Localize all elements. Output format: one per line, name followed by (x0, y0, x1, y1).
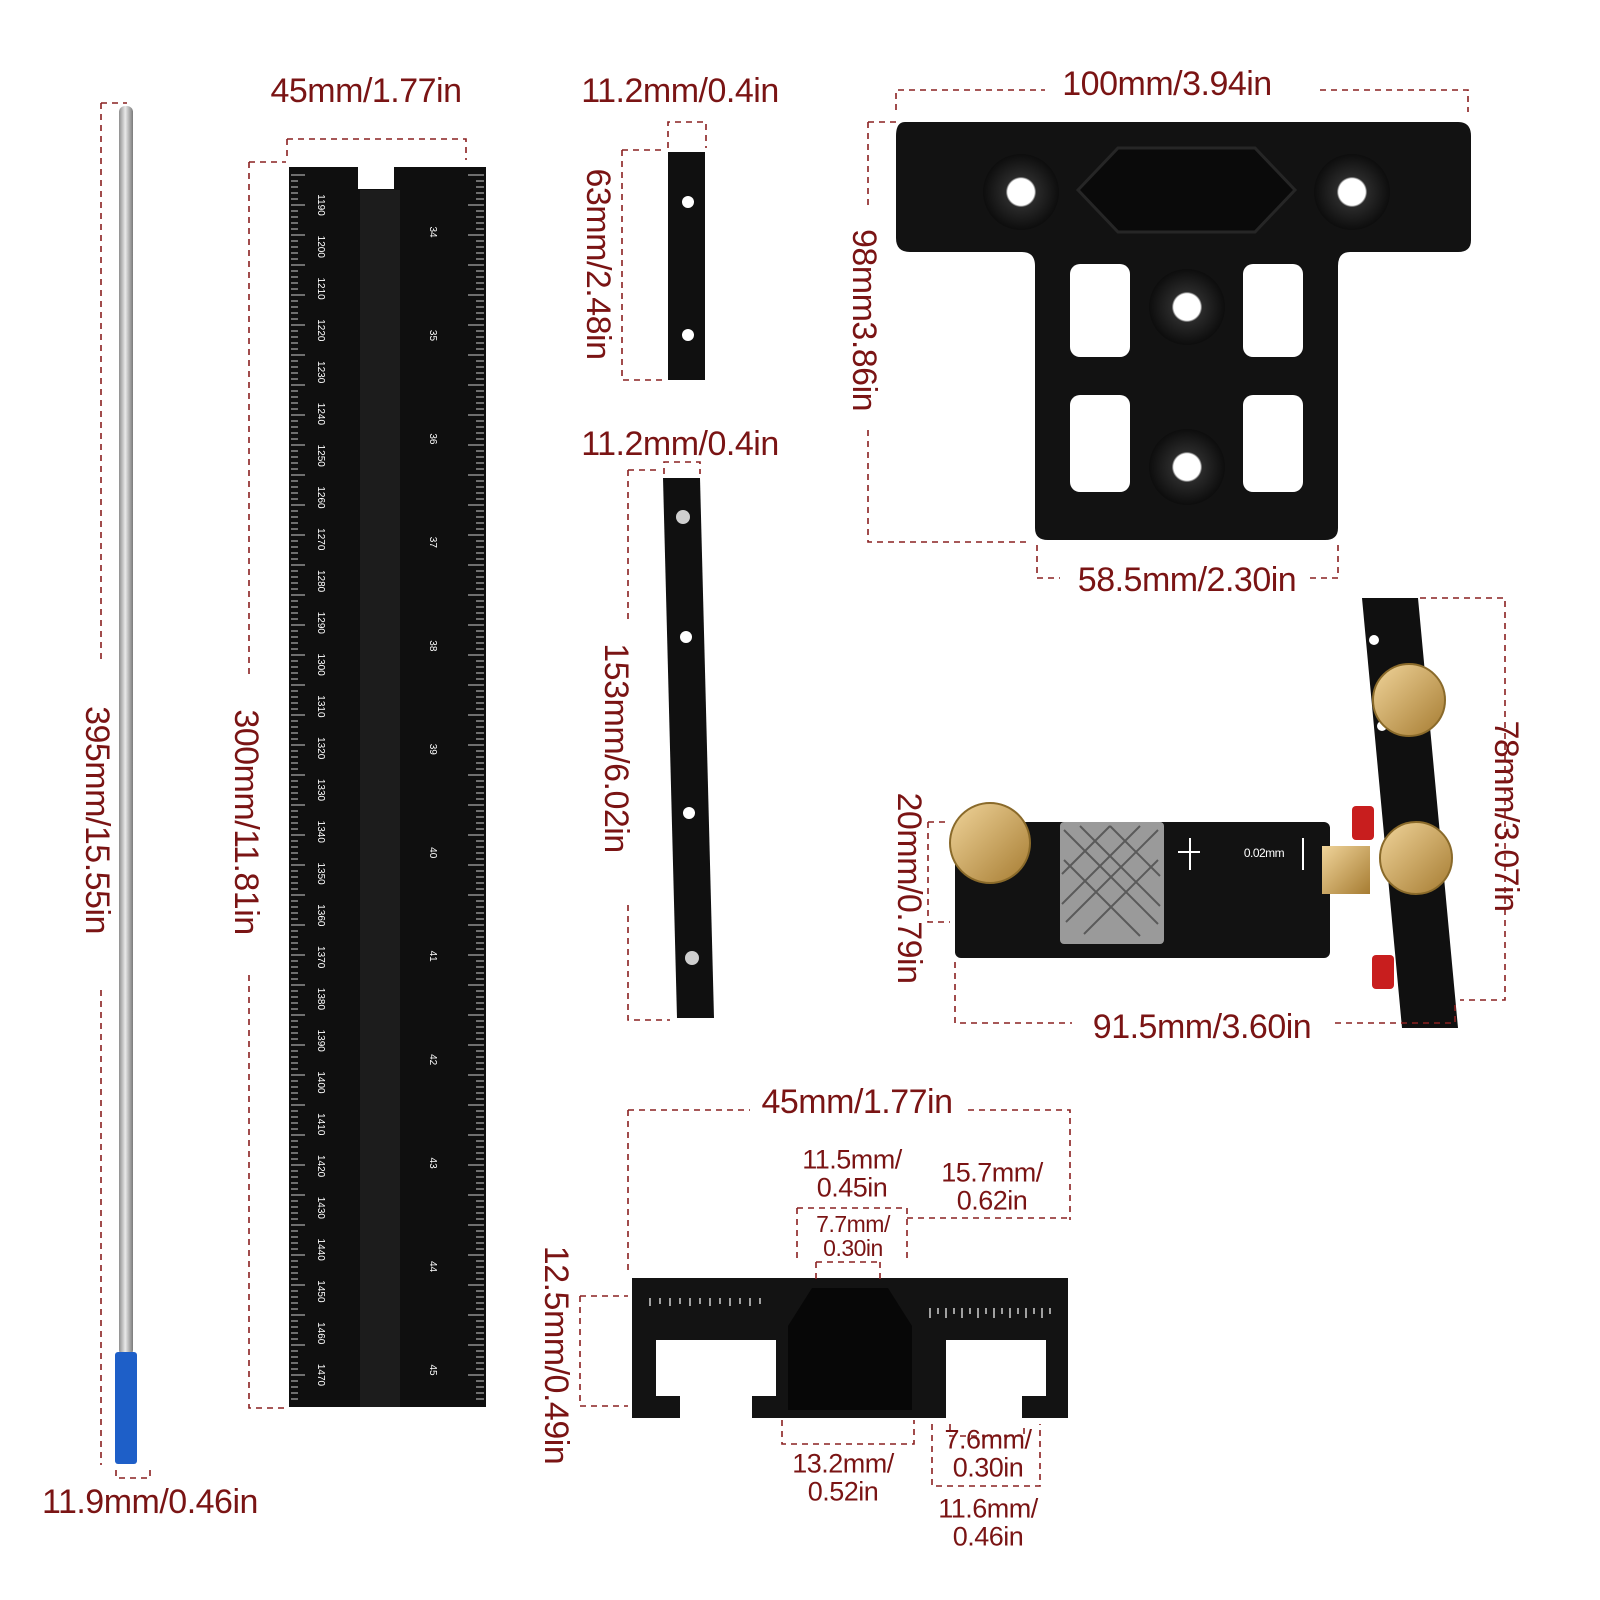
profile-inner-label: 7.7mm/ 0.30in (816, 1210, 890, 1261)
plate-width-label: 100mm/3.94in (1062, 65, 1272, 103)
ruler-metric-tick-label: 1460 (315, 1322, 326, 1345)
profile-rail-label: 11.6mm/ 0.46in (938, 1493, 1038, 1552)
profile-slot-label: 11.5mm/ 0.45in (802, 1144, 902, 1203)
plate-base-width-label: 58.5mm/2.30in (1077, 561, 1297, 599)
plate-height-label: 98mm3.86in (845, 228, 883, 412)
ruler-metric-tick-label: 1360 (315, 904, 326, 927)
long-bar-length-label: 153mm/6.02in (597, 643, 635, 853)
adjuster-height-label: 78mm/3.07in (1487, 720, 1525, 912)
ruler-metric-tick-label: 1260 (315, 486, 326, 509)
rod-diameter-label: 11.9mm/0.46in (42, 1483, 258, 1521)
ruler-metric-tick-label: 1290 (315, 612, 326, 635)
short-bar-length-label: 63mm/2.48in (579, 168, 617, 360)
ruler-metric-tick-label: 1220 (315, 319, 326, 342)
ruler-metric-tick-label: 1340 (315, 821, 326, 844)
ruler-imperial-tick-label: 35 (427, 330, 438, 342)
ruler-imperial-tick-label: 44 (427, 1261, 438, 1273)
profile-lip-label: 7.6mm/ 0.30in (944, 1424, 1032, 1483)
ruler-metric-tick-label: 1250 (315, 445, 326, 468)
profile-bottom-slot-label: 13.2mm/ 0.52in (792, 1448, 894, 1507)
ruler-imperial-tick-label: 42 (427, 1054, 438, 1066)
long-bar-width-label: 11.2mm/0.4in (581, 425, 779, 463)
ruler-metric-tick-label: 1430 (315, 1197, 326, 1220)
rod-length-label: 395mm/15.55in (78, 706, 116, 934)
short-bar (621, 121, 707, 381)
ruler-metric-tick-label: 1390 (315, 1030, 326, 1053)
ruler-metric-tick-label: 1440 (315, 1239, 326, 1262)
micro-adjuster (927, 597, 1506, 1028)
rod-shaft (119, 106, 133, 1356)
ruler: 1190 1200 1210 1220 1230 1240 1250 1260 1270 1280… (248, 138, 486, 1409)
ruler-metric-scale: 1190 1200 1210 1220 1230 1240 1250 1260 1270 1280… (291, 174, 326, 1400)
ruler-metric-tick-label: 1190 (315, 194, 326, 216)
ruler-imperial-tick-label: 34 (427, 226, 438, 238)
ruler-metric-tick-label: 1230 (315, 361, 326, 384)
profile-height-label: 12.5mm/0.49in (537, 1245, 575, 1465)
ruler-imperial-scale: 34 35 36 37 38 39 40 41 42 43 44 45 (427, 174, 484, 1400)
ruler-length-label: 300mm/11.81in (227, 709, 265, 935)
rod (100, 102, 151, 1479)
ruler-imperial-tick-label: 37 (427, 537, 438, 549)
profile-right-label: 15.7mm/ 0.62in (941, 1157, 1043, 1216)
ruler-metric-tick-label: 1310 (315, 695, 326, 718)
ruler-metric-tick-label: 1240 (315, 403, 326, 426)
ruler-metric-tick-label: 1350 (315, 862, 326, 885)
ruler-metric-tick-label: 1210 (315, 277, 326, 300)
ruler-metric-tick-label: 1370 (315, 946, 326, 969)
short-bar-width-label: 11.2mm/0.4in (581, 72, 779, 110)
ruler-metric-tick-label: 1470 (315, 1364, 326, 1387)
ruler-metric-tick-label: 1330 (315, 779, 326, 802)
ruler-metric-tick-label: 1270 (315, 528, 326, 551)
ruler-imperial-tick-label: 40 (427, 847, 438, 859)
ruler-imperial-tick-label: 39 (427, 744, 438, 756)
ruler-metric-tick-label: 1380 (315, 988, 326, 1011)
ruler-metric-tick-label: 1200 (315, 236, 326, 259)
ruler-imperial-tick-label: 36 (427, 433, 438, 445)
ruler-metric-tick-label: 1410 (315, 1113, 326, 1136)
ruler-metric-tick-label: 1320 (315, 737, 326, 760)
ruler-imperial-tick-label: 41 (427, 951, 438, 963)
ruler-width-label: 45mm/1.77in (270, 72, 462, 110)
ruler-metric-tick-label: 1280 (315, 570, 326, 593)
ruler-imperial-tick-label: 45 (427, 1364, 438, 1376)
adjuster-dial-text: 0.02mm (1243, 846, 1285, 860)
ruler-imperial-tick-label: 43 (427, 1158, 438, 1170)
track-profile (579, 1109, 1071, 1487)
ruler-metric-tick-label: 1300 (315, 654, 326, 677)
adjuster-body-label: 20mm/0.79in (890, 792, 928, 984)
long-bar (627, 461, 714, 1021)
ruler-metric-tick-label: 1420 (315, 1155, 326, 1178)
rod-blue-tip (115, 1352, 137, 1464)
ruler-metric-tick-label: 1450 (315, 1280, 326, 1303)
ruler-metric-tick-label: 1400 (315, 1071, 326, 1094)
adjuster-length-label: 91.5mm/3.60in (1092, 1008, 1312, 1046)
mounting-plate (867, 89, 1471, 579)
ruler-imperial-tick-label: 38 (427, 640, 438, 652)
profile-width-label: 45mm/1.77in (761, 1083, 953, 1121)
